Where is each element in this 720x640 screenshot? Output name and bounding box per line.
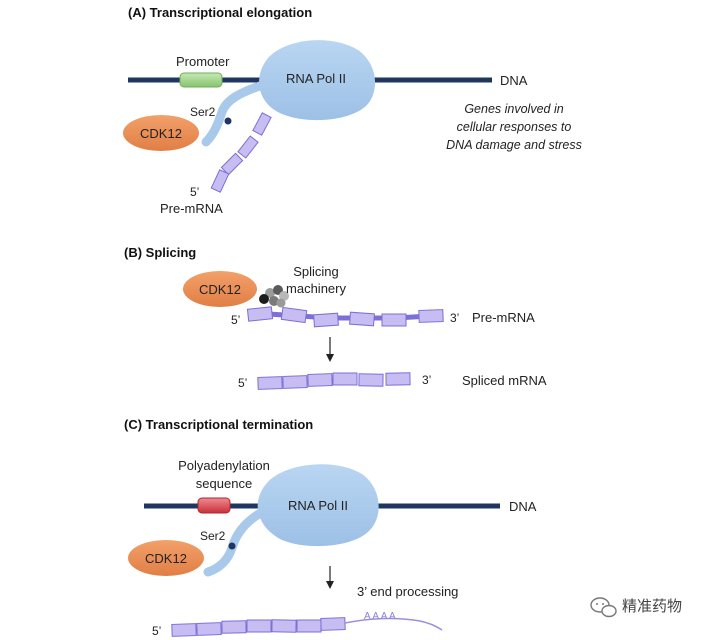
splicing-machinery-cluster	[259, 285, 289, 308]
genes-line-3: DNA damage and stress	[446, 138, 582, 152]
five-prime-a: 5’	[190, 185, 199, 199]
genes-line-2: cellular responses to	[457, 120, 572, 134]
panel-a: (A) Transcriptional elongation Promoter …	[123, 5, 582, 216]
machinery-line-1: Splicing	[293, 264, 339, 279]
five-prime-b-top: 5’	[231, 313, 240, 327]
machinery-line-2: machinery	[286, 281, 346, 296]
polya-tail-label: A A A A	[364, 611, 396, 622]
ser2-dot-a	[224, 117, 232, 125]
pre-mrna-label-a: Pre-mRNA	[160, 201, 223, 216]
promoter-label: Promoter	[176, 54, 230, 69]
watermark: 精准药物	[590, 597, 682, 618]
cdk12-c	[128, 540, 204, 576]
cdk12-label-b: CDK12	[199, 282, 241, 297]
rna-pol-ii-c	[257, 464, 379, 547]
rna-pol-ii-a	[259, 40, 376, 121]
promoter-box	[179, 72, 223, 88]
pre-mrna-chain-a	[210, 112, 272, 193]
panel-c-heading: (C) Transcriptional termination	[124, 417, 313, 432]
panel-b: (B) Splicing CDK12 Splicing machinery 5’…	[124, 245, 547, 390]
ser2-label-c: Ser2	[200, 529, 226, 543]
five-prime-b-bottom: 5’	[238, 376, 247, 390]
ctd-tail-a	[201, 79, 271, 147]
spliced-mrna-label: Spliced mRNA	[462, 373, 547, 388]
cdk12-a	[123, 115, 199, 151]
pre-mrna-chain-b	[246, 306, 444, 328]
five-prime-c: 5’	[152, 624, 161, 638]
panel-a-heading: (A) Transcriptional elongation	[128, 5, 312, 20]
end-processing-label: 3’ end processing	[357, 584, 458, 599]
arrow-b-head	[326, 354, 334, 362]
cdk12-label-c: CDK12	[145, 551, 187, 566]
processed-mrna-chain	[171, 617, 443, 637]
panel-c: (C) Transcriptional termination Polyaden…	[124, 417, 537, 638]
cdk12-label-a: CDK12	[140, 126, 182, 141]
pre-mrna-label-b: Pre-mRNA	[472, 310, 535, 325]
genes-line-1: Genes involved in	[464, 102, 563, 116]
cdk12-b	[183, 271, 257, 307]
watermark-text: 精准药物	[622, 597, 682, 615]
arrow-c-head	[326, 581, 334, 589]
three-prime-b-bottom: 3’	[422, 373, 431, 387]
pol-label-a: RNA Pol II	[286, 71, 346, 86]
spliced-mrna-chain	[257, 372, 411, 390]
ser2-dot-c	[228, 542, 236, 550]
ser2-label-a: Ser2	[190, 105, 216, 119]
dna-label-c: DNA	[509, 499, 537, 514]
dna-label-a: DNA	[500, 73, 528, 88]
polyadenylation-line-2: sequence	[196, 476, 252, 491]
three-prime-b-top: 3’	[450, 311, 459, 325]
polyadenylation-line-1: Polyadenylation	[178, 458, 270, 473]
pol-label-c: RNA Pol II	[288, 498, 348, 513]
panel-b-heading: (B) Splicing	[124, 245, 196, 260]
polyadenylation-box	[197, 497, 231, 514]
wechat-icon	[590, 597, 617, 618]
